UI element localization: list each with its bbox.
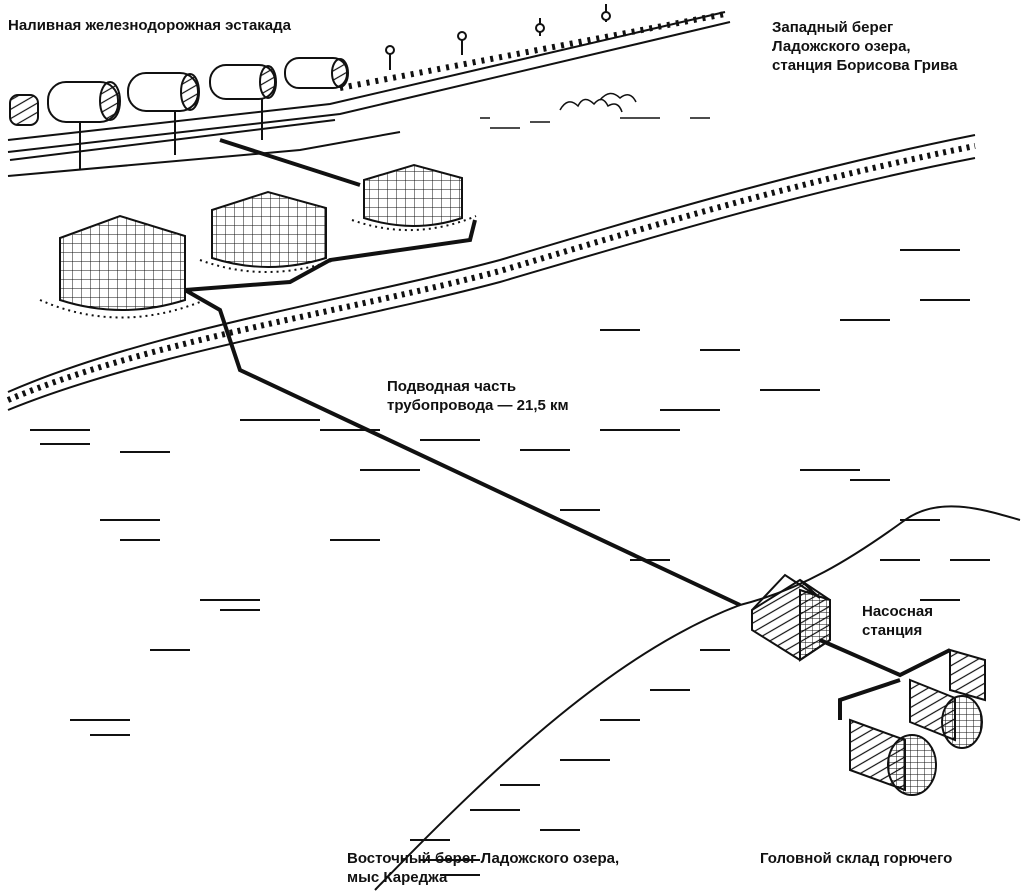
label-fuel-depot: Головной склад горючего [760,849,952,868]
tank-car [128,73,199,111]
label-east-shore: Восточный берег Ладожского озера, мыс Ка… [347,849,619,887]
label-pump-line: Насосная [862,602,933,621]
fuel-depot-tanks [850,650,985,795]
pump-station-building [752,575,830,660]
label-west-shore-line: станция Борисова Грива [772,56,958,75]
label-east-shore-line: Восточный берег Ладожского озера, [347,849,619,868]
label-underwater-line: Подводная часть [387,377,569,396]
tank-car [285,58,348,88]
tank-car [48,82,120,122]
tank-cars [10,58,348,125]
label-pump-line: станция [862,621,933,640]
label-west-shore-line: Западный берег [772,18,958,37]
label-underwater-line: трубопровода — 21,5 км [387,396,569,415]
label-west-shore-line: Ладожского озера, [772,37,958,56]
fuel-tank [850,720,936,795]
label-east-shore-line: мыс Кареджа [347,868,619,887]
label-underwater-pipeline: Подводная часть трубопровода — 21,5 км [387,377,569,415]
storage-tank [200,192,340,272]
bushes [480,93,710,128]
label-west-shore: Западный берег Ладожского озера, станция… [772,18,958,75]
label-rail-trestle: Наливная железнодорожная эстакада [8,16,291,35]
storage-tank [352,165,476,230]
storage-tank [40,216,205,318]
fuel-tank [950,650,985,700]
tank-car [10,95,38,125]
tank-car [210,65,276,99]
label-pump-station: Насосная станция [862,602,933,640]
